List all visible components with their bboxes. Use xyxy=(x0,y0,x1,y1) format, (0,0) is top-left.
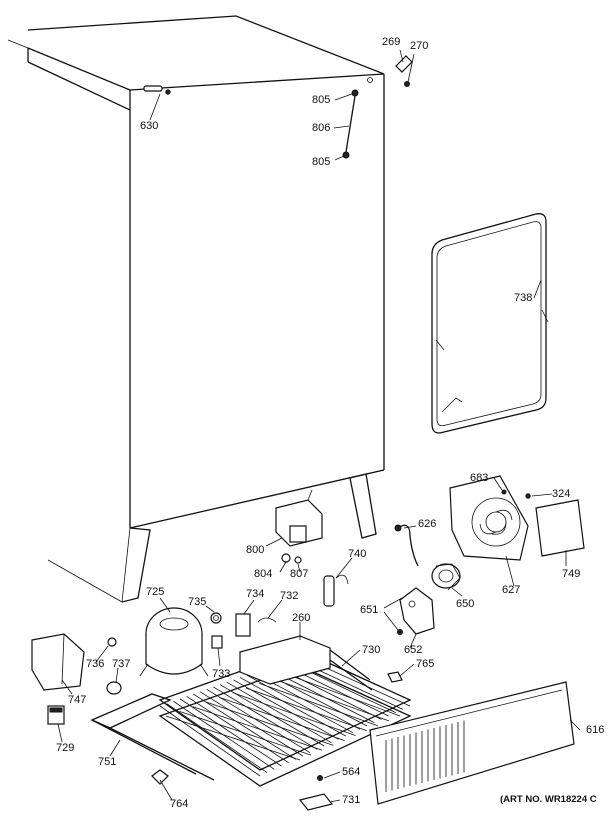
condenser-tube xyxy=(165,715,301,761)
callout-749: 749 xyxy=(562,568,581,580)
callout-800: 800 xyxy=(246,544,265,556)
thermostat-740 xyxy=(323,574,349,607)
callout-736: 736 xyxy=(86,658,105,670)
clip-765 xyxy=(387,671,403,683)
cover-plate-749 xyxy=(525,493,585,557)
valve-800 xyxy=(275,489,323,564)
fan-bracket-651-652 xyxy=(397,587,435,635)
callout-807: 807 xyxy=(290,568,309,580)
callout-626: 626 xyxy=(418,518,437,530)
callout-737: 737 xyxy=(112,658,131,670)
condenser-tube xyxy=(219,696,345,741)
condenser-fin xyxy=(206,688,311,754)
callout-751: 751 xyxy=(98,756,117,768)
callout-804: 804 xyxy=(254,568,273,580)
callout-651: 651 xyxy=(360,604,379,616)
condenser-fin xyxy=(226,681,332,744)
callout-324: 324 xyxy=(552,488,571,500)
relay-734-732 xyxy=(235,613,277,637)
callout-732: 732 xyxy=(280,590,299,602)
condenser-fin xyxy=(166,703,268,773)
callout-805-top: 805 xyxy=(312,94,331,106)
callout-747: 747 xyxy=(68,694,87,706)
condenser-fin xyxy=(199,691,304,757)
callout-734: 734 xyxy=(246,588,265,600)
callout-683: 683 xyxy=(470,472,489,484)
callout-564: 564 xyxy=(342,766,361,778)
callout-735: 735 xyxy=(188,596,207,608)
condenser-fin xyxy=(193,693,296,760)
condenser-fin xyxy=(159,705,261,777)
callout-270: 270 xyxy=(410,40,429,52)
condenser-tube xyxy=(245,687,367,732)
callout-806: 806 xyxy=(312,122,331,134)
callout-733: 733 xyxy=(212,668,231,680)
callout-730: 730 xyxy=(362,644,381,656)
cord-626 xyxy=(394,524,419,567)
condenser-tube xyxy=(259,682,378,727)
art-number: (ART NO. WR18224 C xyxy=(500,794,597,805)
condenser-tube xyxy=(179,710,312,756)
callout-652: 652 xyxy=(404,644,423,656)
callout-650: 650 xyxy=(456,598,475,610)
condenser-730 xyxy=(158,635,412,787)
condenser-tube xyxy=(285,673,401,717)
callout-269: 269 xyxy=(382,36,401,48)
condenser-fin xyxy=(186,696,289,764)
capacitor-729 xyxy=(47,705,65,725)
callout-731: 731 xyxy=(342,794,361,806)
compressor-725 xyxy=(139,607,209,677)
clip-764 xyxy=(151,769,169,785)
callout-729: 729 xyxy=(56,742,75,754)
door-gasket-738 xyxy=(431,213,549,434)
base-pan-751 xyxy=(90,693,215,781)
callout-627: 627 xyxy=(502,584,521,596)
condenser-tube xyxy=(192,706,323,751)
callout-260: 260 xyxy=(292,612,311,624)
condenser-fin xyxy=(246,674,354,734)
callout-725: 725 xyxy=(146,586,165,598)
condenser-tube xyxy=(205,701,334,746)
callout-630: 630 xyxy=(140,120,159,132)
shield-747 xyxy=(31,633,85,691)
overload-736-737 xyxy=(106,637,122,695)
screw-564 xyxy=(317,775,323,781)
condenser-fin xyxy=(179,698,282,767)
leader-lines xyxy=(57,49,581,803)
grille-616 xyxy=(369,681,575,805)
callout-740: 740 xyxy=(348,548,367,560)
callout-738: 738 xyxy=(514,292,533,304)
condenser-tube xyxy=(272,678,390,722)
fan-motor-650 xyxy=(431,563,461,591)
callout-616: 616 xyxy=(586,724,605,736)
relay-parts-735-733 xyxy=(210,612,223,649)
bracket-731 xyxy=(298,793,334,811)
callout-765: 765 xyxy=(416,658,435,670)
condenser-fin xyxy=(213,686,318,750)
evaporator-fan-assembly-627 xyxy=(449,475,529,561)
callout-764: 764 xyxy=(170,798,189,810)
callout-805-bottom: 805 xyxy=(312,156,331,168)
condenser-tube xyxy=(232,692,356,736)
refrigerator-cabinet xyxy=(7,15,413,603)
